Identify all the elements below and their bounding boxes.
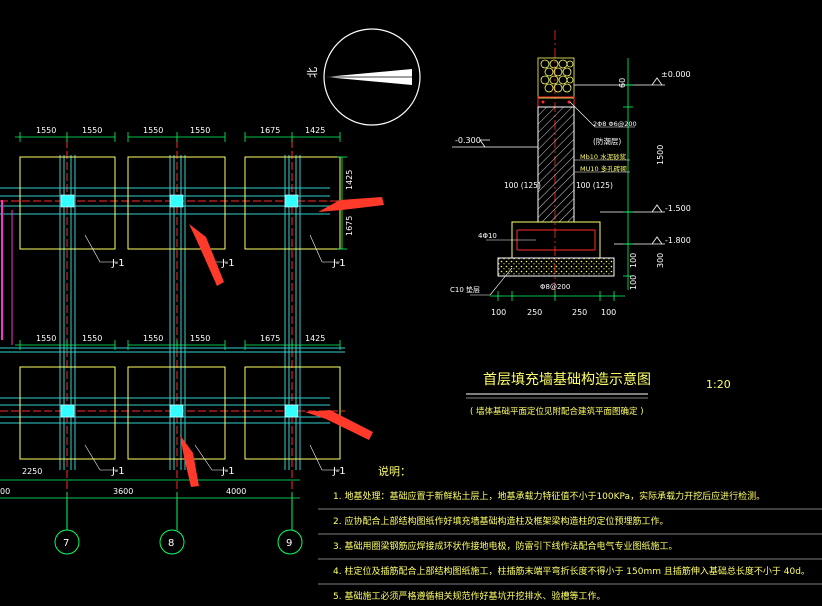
- note-item: 2. 应协配合上部结构图纸作好填充墙基础构造柱及框架梁构造柱的定位预埋筋工作。: [333, 515, 668, 527]
- elevation-label: ±0.000: [661, 70, 691, 79]
- dim-text: 3600: [113, 487, 133, 496]
- dim-text: 1550: [143, 334, 163, 343]
- dim-text: 2250: [22, 467, 42, 476]
- title-main: 首层填充墙基础构造示意图: [483, 371, 651, 388]
- annotation-arrow: [189, 224, 224, 286]
- dim-text: 1550: [190, 126, 210, 135]
- width-note: 100 (125): [576, 181, 613, 190]
- cushion-note: C10 垫层: [450, 285, 480, 294]
- dim-text: 60: [618, 78, 627, 88]
- title-scale: 1:20: [706, 378, 731, 391]
- axis-label: 8: [168, 538, 174, 549]
- dim-text: 1550: [36, 334, 56, 343]
- footing: [244, 366, 341, 460]
- dim-text: 1675: [345, 216, 354, 236]
- column: [60, 404, 75, 418]
- column: [169, 194, 184, 208]
- column: [284, 194, 299, 208]
- dim-text: 1425: [305, 334, 325, 343]
- footing: [19, 156, 116, 250]
- section-title: 首层填充墙基础构造示意图 1:20 ( 墙体基础平面定位见附配合建筑平面图确定 …: [466, 371, 731, 417]
- dim-text: 1425: [345, 170, 354, 190]
- north-arrow: 北: [306, 28, 421, 126]
- annotation-arrow: [305, 410, 373, 440]
- dim-text: 100: [491, 308, 506, 317]
- dim-text: 100: [629, 275, 638, 290]
- dim-text: 100: [601, 308, 616, 317]
- dim-text: 1550: [36, 126, 56, 135]
- footing-label: J-1: [111, 466, 125, 477]
- footing: [127, 156, 226, 250]
- column: [284, 404, 299, 418]
- column: [60, 194, 75, 208]
- dim-text: 250: [572, 308, 587, 317]
- dim-text: 1500: [656, 145, 665, 165]
- plan-view: 1550 1550 1550 1550 1675 1425 1550 1550 …: [0, 126, 384, 555]
- dim-text: 1550: [143, 126, 163, 135]
- north-label: 北: [306, 67, 319, 78]
- bar-note: 4Φ10: [478, 232, 497, 240]
- elevation-label: -1.500: [665, 204, 691, 213]
- notes-heading: 说明：: [378, 464, 411, 478]
- brick-note: MU10 多孔砖砌: [580, 164, 627, 173]
- elevation-label: -0.300: [455, 136, 481, 145]
- note-item: 3. 基础用圈梁钢筋应焊接成环状作接地电极，防雷引下线作法配合电气专业图纸施工。: [333, 540, 677, 552]
- dim-text: 1425: [305, 126, 325, 135]
- note-item: 5. 基础施工必须严格遵循相关规范作好基坑开挖排水、验槽等工作。: [333, 590, 605, 602]
- footing-label: J-1: [332, 466, 346, 477]
- dim-text: 1550: [82, 334, 102, 343]
- note-item: 4. 柱定位及插筋配合上部结构图纸施工，柱插筋末端平弯折长度不得小于 150mm…: [333, 565, 810, 577]
- annotation-arrow: [318, 197, 384, 212]
- footing-label: J-1: [221, 258, 235, 269]
- bar-note: Φ8@200: [540, 283, 570, 291]
- dim-text: 100: [629, 253, 638, 268]
- axis-label: 9: [286, 538, 292, 549]
- annotation-arrow: [180, 435, 199, 487]
- footing-label: J-1: [332, 258, 346, 269]
- dim-text: 250: [527, 308, 542, 317]
- axis-label: 7: [63, 538, 69, 549]
- foundation-section: ±0.000 -0.300 -1.500 -1.800 60 1500 300 …: [450, 30, 691, 317]
- notes-block: 说明： 1. 地基处理：基础应置于新鲜粘土层上，地基承载力特征值不小于100KP…: [318, 464, 822, 602]
- dim-text: 1550: [190, 334, 210, 343]
- dim-text: 00: [0, 487, 10, 496]
- dim-text: 1675: [260, 334, 280, 343]
- note-item: 1. 地基处理：基础应置于新鲜粘土层上，地基承载力特征值不小于100KPa，实际…: [333, 490, 765, 502]
- width-note: 100 (125): [504, 181, 541, 190]
- dim-text: 4000: [226, 487, 246, 496]
- title-sub: ( 墙体基础平面定位见附配合建筑平面图确定 ): [470, 406, 644, 417]
- footing: [19, 366, 116, 460]
- footing: [127, 366, 226, 460]
- moisture-note: (防潮层): [593, 136, 621, 146]
- rebar-note: 2Φ8 Φ6@200: [593, 120, 637, 128]
- dim-text: 1675: [260, 126, 280, 135]
- mortar-note: Mb10 水泥砂浆: [580, 152, 627, 161]
- dim-text: 1550: [82, 126, 102, 135]
- column: [169, 404, 184, 418]
- dim-text: 300: [656, 253, 665, 268]
- footing-label: J-1: [111, 258, 125, 269]
- footing-label: J-1: [221, 466, 235, 477]
- elevation-label: -1.800: [665, 236, 691, 245]
